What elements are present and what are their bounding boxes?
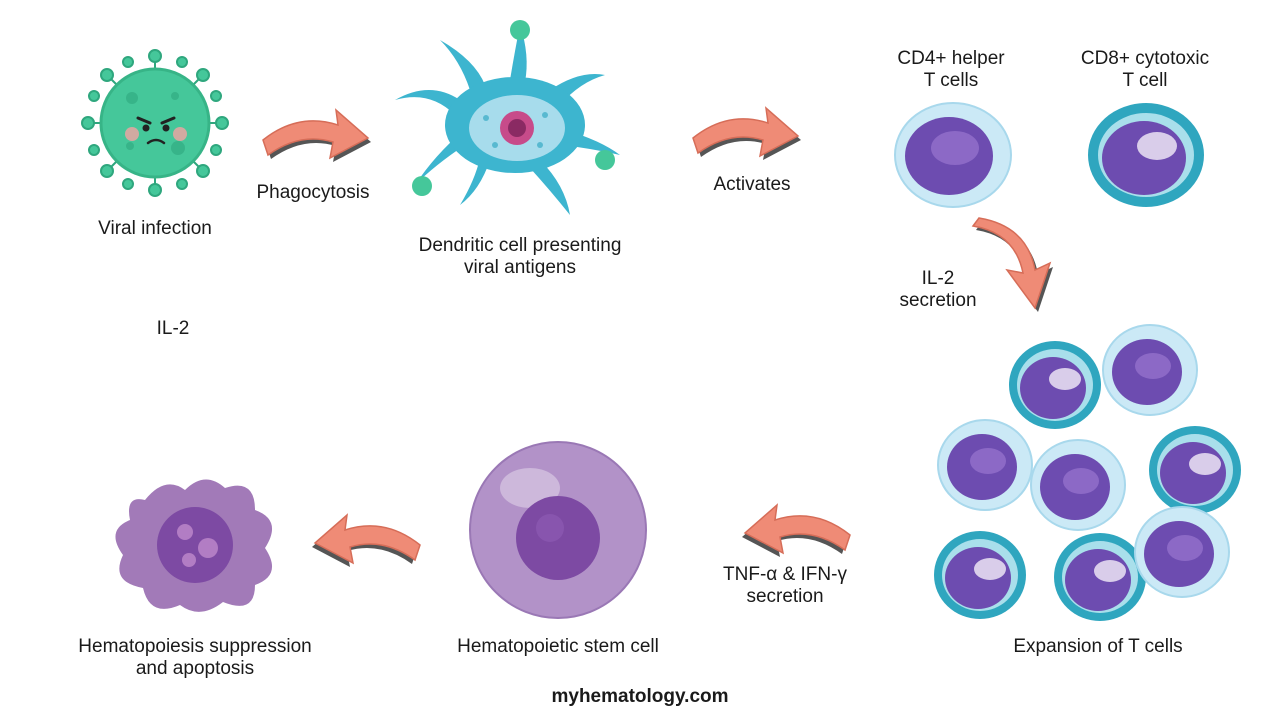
apoptotic-cell-icon (115, 479, 273, 612)
cd8-t-cell-icon (1088, 103, 1204, 207)
virus-icon (81, 49, 229, 197)
dendritic-cell-label: Dendritic cell presenting viral antigens (418, 235, 622, 278)
arrow-left-icon (742, 503, 851, 557)
viral-infection-label: Viral infection (98, 218, 212, 239)
stem-cell-icon (469, 441, 647, 619)
cd4-t-cell-icon (894, 102, 1012, 208)
activates-label: Activates (713, 174, 791, 195)
arrow-left-icon (312, 513, 421, 567)
il2-label: IL-2 (156, 318, 190, 339)
arrow-right-icon (262, 108, 371, 162)
suppression-label: Hematopoiesis suppression and apoptosis (78, 636, 312, 679)
dendritic-cell-icon (395, 20, 620, 215)
expansion-label: Expansion of T cells (1013, 636, 1183, 657)
cd8-label: CD8+ cytotoxic T cell (1080, 48, 1210, 91)
arrow-right-icon (692, 106, 801, 160)
tnf-ifn-label: TNF-α & IFN-γ secretion (723, 564, 847, 607)
il2-secretion-label: IL-2 secretion (899, 268, 977, 311)
arrow-down-icon (971, 217, 1053, 312)
stem-cell-label: Hematopoietic stem cell (457, 636, 659, 657)
expanded-t-cells-icon (934, 324, 1241, 621)
cd4-label: CD4+ helper T cells (897, 48, 1005, 91)
phagocytosis-label: Phagocytosis (256, 182, 370, 203)
site-watermark: myhematology.com (551, 686, 729, 707)
